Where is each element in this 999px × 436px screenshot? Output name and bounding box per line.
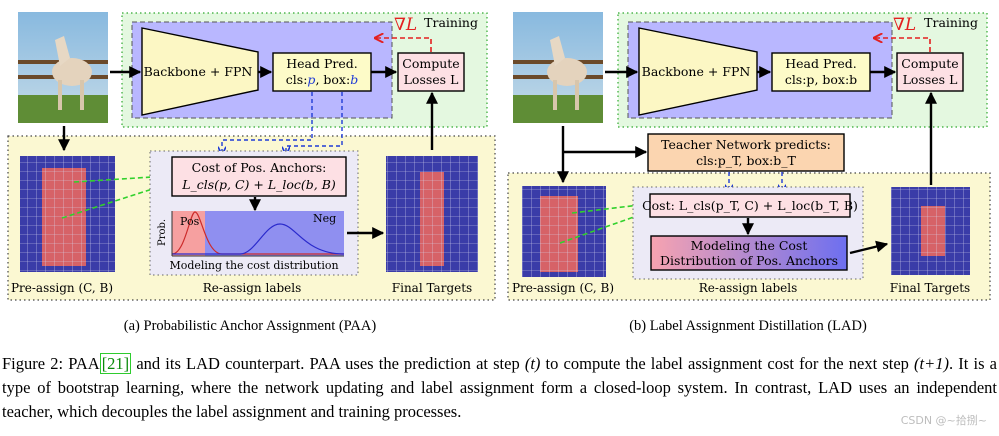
reassign-label: Re-assign labels: [203, 281, 302, 295]
cls-arrow: [222, 92, 313, 154]
pos-label: Pos: [180, 215, 200, 228]
head-pred-box: [771, 52, 871, 92]
preassign-image: [20, 156, 115, 272]
head-pred-title: Head Pred.: [286, 56, 357, 71]
arrow-model-final: [849, 240, 889, 255]
model-dist-label: Modeling the cost distribution: [169, 259, 338, 272]
preassign-label: Pre-assign (C, B): [512, 281, 614, 295]
losses-label: Losses L: [903, 72, 958, 87]
teacher-box: [647, 133, 845, 172]
model-subtitle: Distribution of Pos. Anchors: [660, 253, 838, 268]
citation-link[interactable]: [21]: [99, 353, 132, 374]
model-title: Modeling the Cost: [691, 238, 808, 253]
figure-caption: Figure 2: PAA[21] and its LAD counterpar…: [2, 352, 997, 424]
horse-photo: [18, 12, 108, 123]
lad-diagram: Training Backbone + FPN Head Pred. cls:p…: [507, 12, 991, 334]
teacher-title: Teacher Network predicts:: [661, 137, 831, 152]
teacher-outputs: cls:p_T, box:b_T: [696, 153, 796, 168]
compute-label: Compute: [402, 56, 459, 71]
caption-step: (t): [524, 354, 541, 373]
caption-prefix: Figure 2: PAA: [2, 354, 100, 373]
head-pred-title: Head Pred.: [785, 56, 856, 71]
training-label: Training: [424, 15, 478, 30]
reassign-label: Re-assign labels: [699, 281, 798, 295]
final-targets-image: [891, 187, 970, 275]
compute-losses-box: [397, 52, 465, 92]
preassign-label: Pre-assign (C, B): [11, 281, 113, 295]
final-targets-label: Final Targets: [890, 281, 970, 295]
caption-part: to compute the label assignment cost for…: [540, 354, 915, 373]
backbone-block: [141, 27, 259, 116]
watermark: CSDN @~拾捌~: [900, 414, 987, 427]
head-pred-outputs: cls:p, box:b: [286, 72, 358, 87]
caption-part: and its LAD counterpart. PAA uses the pr…: [131, 354, 525, 373]
compute-label: Compute: [901, 56, 958, 71]
caption-part: . It is a type of bootstrap learning, wh…: [2, 354, 997, 421]
backbone-label: Backbone + FPN: [144, 64, 253, 79]
model-box: [650, 235, 848, 271]
distribution-plot: [171, 211, 345, 257]
backbone-label: Backbone + FPN: [642, 64, 751, 79]
cost-title: Cost of Pos. Anchors:: [192, 160, 327, 175]
gradient-arrow: [874, 38, 931, 52]
gradient-arrow: [375, 38, 432, 52]
horse-photo: [513, 12, 603, 123]
backbone-block: [638, 27, 758, 116]
paa-diagram: Training Backbone + FPN Head Pred. cls:p…: [7, 12, 496, 334]
final-targets-image: [386, 156, 478, 272]
compute-losses-box: [896, 52, 964, 92]
cost-box: [649, 193, 851, 218]
final-targets-label: Final Targets: [392, 281, 472, 295]
cost-box: [171, 156, 347, 197]
subcaption-b: (b) Label Assignment Distillation (LAD): [629, 318, 867, 334]
green-arrow-1: [571, 204, 648, 214]
neg-label: Neg: [313, 212, 336, 225]
figure-diagram: Training Backbone + FPN Head Pred. cls:p…: [7, 12, 991, 334]
cost-formula: Cost: L_cls(p_T, C) + L_loc(b_T, B): [642, 198, 858, 213]
losses-label: Losses L: [404, 72, 459, 87]
box-arrow: [286, 92, 343, 154]
head-pred-outputs: cls:p, box:b: [785, 72, 857, 87]
caption-next-step: (t+1): [914, 354, 950, 373]
subcaption-a: (a) Probabilistic Anchor Assignment (PAA…: [124, 318, 377, 334]
cost-formula: L_cls(p, C) + L_loc(b, B): [181, 177, 336, 192]
gradient-label: ∇L: [394, 15, 417, 35]
gradient-label: ∇L: [893, 15, 916, 35]
training-label: Training: [924, 15, 978, 30]
prob-axis-label: Prob.: [157, 219, 168, 246]
